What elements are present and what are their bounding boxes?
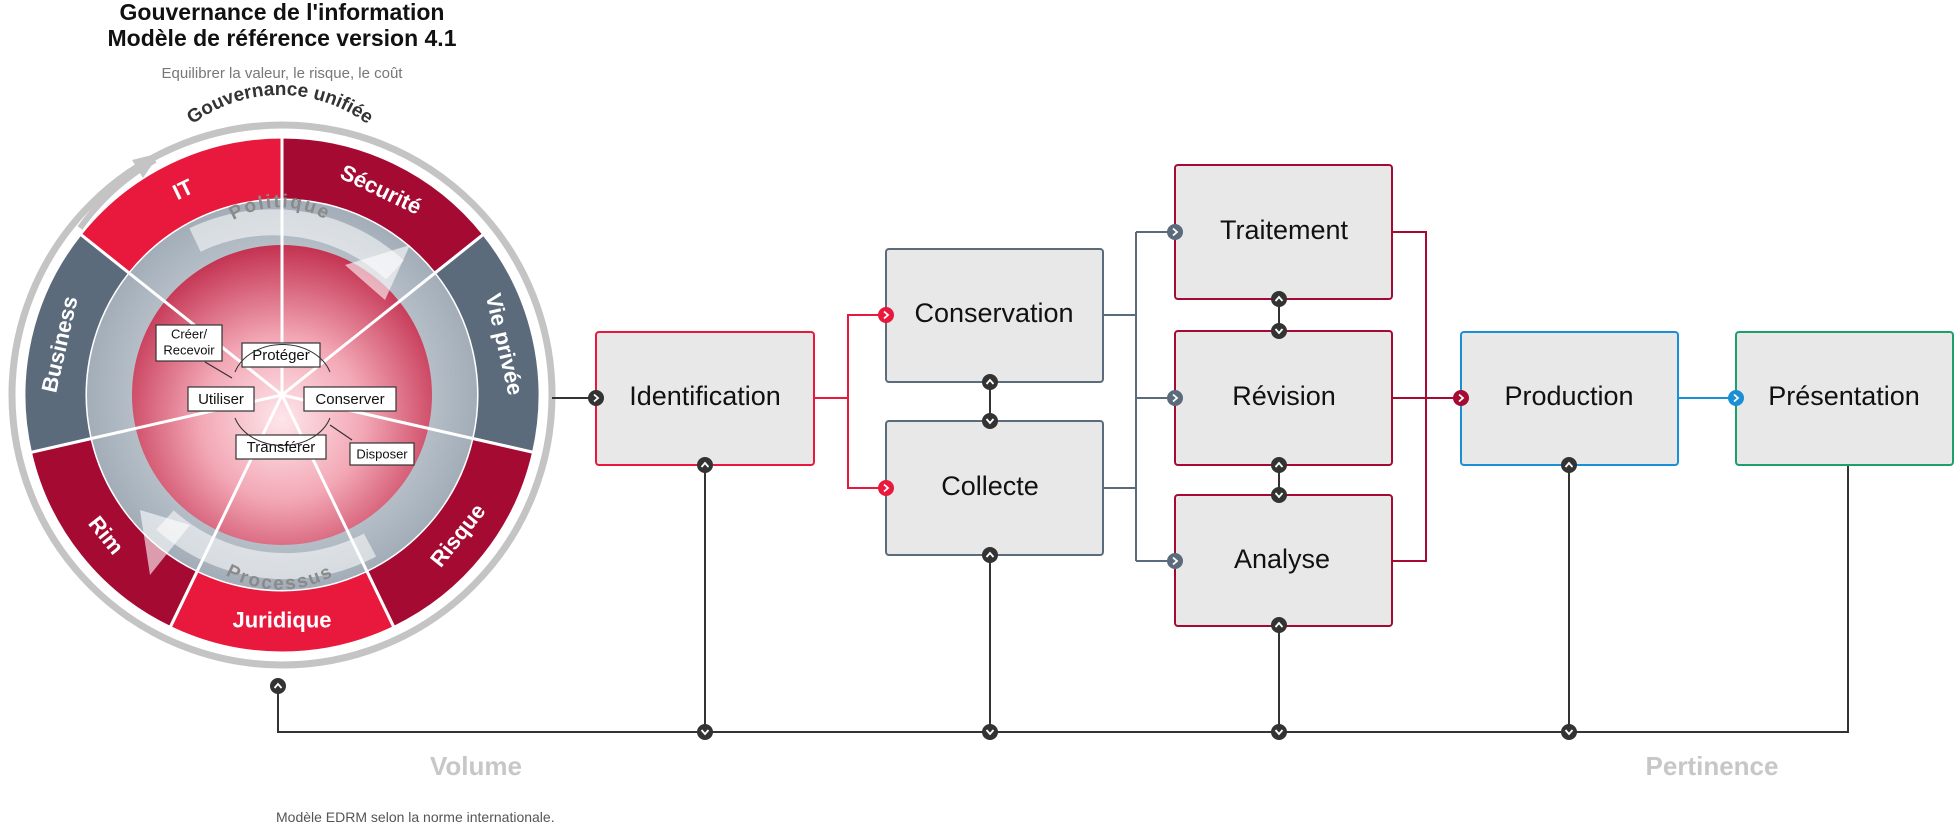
stage-boxes: Identification Conservation Collecte Tra… <box>595 164 1954 627</box>
process-arrow-band <box>156 510 377 580</box>
keep-box <box>303 386 397 412</box>
connector-badge <box>270 678 286 694</box>
connector-badge <box>1561 724 1577 740</box>
policy-arrow-head <box>345 245 410 300</box>
stage-collecte[interactable]: Collecte <box>885 420 1104 556</box>
dispose-label: Disposer <box>356 446 408 461</box>
connector-badge <box>1167 224 1183 240</box>
pertinence-label: Pertinence <box>1646 751 1779 781</box>
lifecycle-use: Utiliser <box>187 386 255 412</box>
lifecycle-protect: Protéger <box>241 342 321 368</box>
collecte-label: Collecte <box>941 471 1039 501</box>
connector-badge <box>1561 457 1577 473</box>
lifecycle-loop-top <box>234 343 331 373</box>
subtitle: Equilibrer la valeur, le risque, le coût <box>162 65 404 82</box>
use-box <box>187 386 255 412</box>
connector-badge <box>697 457 713 473</box>
stage-traitement[interactable]: Traitement <box>1174 164 1393 300</box>
unified-arc-arrowhead <box>132 153 160 178</box>
presentation-label: Présentation <box>1768 381 1920 411</box>
use-label: Utiliser <box>198 391 244 408</box>
processing-merge <box>1392 231 1427 562</box>
lifecycle-transfer: Transférer <box>235 434 327 460</box>
unified-governance-label: Gouvernance unifiée <box>183 79 377 129</box>
connector-badge <box>588 390 604 406</box>
connector-badge <box>1167 553 1183 569</box>
conservation-label: Conservation <box>914 298 1073 328</box>
production-label: Production <box>1504 381 1633 411</box>
connector-badge <box>1271 724 1287 740</box>
stage-identification[interactable]: Identification <box>595 331 815 466</box>
connector-badge <box>878 307 894 323</box>
connector-badge <box>1167 390 1183 406</box>
create-label-1: Créer/ <box>171 326 208 341</box>
create-pointer <box>204 361 233 379</box>
dispose-pointer <box>329 424 353 441</box>
connector-badge <box>1271 457 1287 473</box>
connector-badge <box>1728 390 1744 406</box>
stage-analyse[interactable]: Analyse <box>1174 494 1393 627</box>
traitement-label: Traitement <box>1220 215 1349 245</box>
connectors <box>277 231 1849 733</box>
policy-arrow-band <box>189 209 404 280</box>
volume-label: Volume <box>430 751 522 781</box>
process-arrow-head <box>140 510 190 575</box>
title-line-2: Modèle de référence version 4.1 <box>108 25 457 51</box>
id-to-collecte <box>847 398 886 489</box>
connector-badge <box>982 547 998 563</box>
analyse-label: Analyse <box>1234 544 1330 574</box>
create-label-2: Recevoir <box>163 342 215 357</box>
keep-label: Conserver <box>315 391 384 408</box>
connector-badges <box>270 224 1744 740</box>
revision-label: Révision <box>1232 381 1336 411</box>
lifecycle-create: Créer/ Recevoir <box>155 324 223 362</box>
id-to-conservation <box>814 314 886 399</box>
title-line-1: Gouvernance de l'information <box>120 0 445 25</box>
dispose-box <box>349 442 415 466</box>
bottom-bus <box>277 465 1849 733</box>
stage-production[interactable]: Production <box>1460 331 1679 466</box>
protect-box <box>241 342 321 368</box>
storage-merge <box>1103 314 1137 489</box>
connector-badge <box>1271 487 1287 503</box>
transfer-box <box>235 434 327 460</box>
connector-badge <box>697 724 713 740</box>
connector-badge <box>982 724 998 740</box>
lifecycle-keep: Conserver <box>303 386 397 412</box>
connector-badge <box>1271 291 1287 307</box>
identification-label: Identification <box>629 381 781 411</box>
stage-revision[interactable]: Révision <box>1174 330 1393 466</box>
connector-badge <box>1271 323 1287 339</box>
connector-badge <box>1453 390 1469 406</box>
connector-badge <box>982 374 998 390</box>
lifecycle-loop-bottom <box>234 417 331 447</box>
stage-conservation[interactable]: Conservation <box>885 248 1104 383</box>
wheel-segment-label: Juridique <box>232 607 331 632</box>
connector-badge <box>982 413 998 429</box>
create-box <box>155 324 223 362</box>
lifecycle-dispose: Disposer <box>349 442 415 466</box>
outer-gray-ring <box>8 121 556 669</box>
connector-badge <box>878 480 894 496</box>
connector-badge <box>1271 617 1287 633</box>
wheel-spoke <box>281 272 436 397</box>
stage-presentation[interactable]: Présentation <box>1735 331 1954 466</box>
protect-label: Protéger <box>252 347 310 364</box>
footer-note: Modèle EDRM selon la norme international… <box>276 809 555 825</box>
